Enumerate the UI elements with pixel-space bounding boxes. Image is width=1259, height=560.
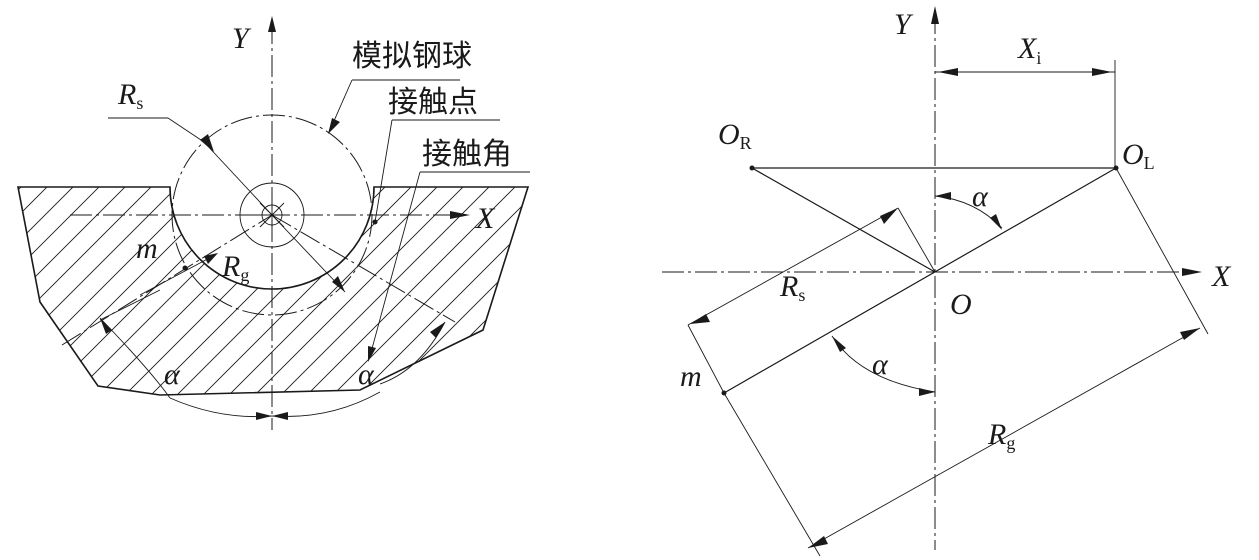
hatch-line [203, 187, 465, 395]
hatch-line [18, 187, 75, 395]
right-rg-label: Rg [987, 418, 1015, 453]
hatch-line [542, 160, 802, 420]
or-label: OR [718, 118, 752, 153]
hatch-line [18, 187, 179, 395]
left-alpha-left: α [164, 358, 181, 391]
hatch-line [18, 187, 49, 395]
rg-dimension-line [807, 327, 1201, 549]
callout-simulated-ball: 模拟钢球 [352, 39, 472, 74]
contact-line-right [271, 214, 456, 323]
left-m-label: m [136, 232, 158, 265]
right-x-label: X [1211, 260, 1232, 293]
right-diagram: Y X Xi OR OL O α α Rs Rg m [662, 6, 1232, 557]
hatch-line [18, 187, 101, 395]
hatch-line [515, 187, 528, 395]
hatch-line [18, 187, 23, 395]
hatch-line [229, 187, 491, 395]
left-diagram: Y X Rs Rg m α α 模拟钢球 接触点 接触角 [17, 16, 802, 430]
o-label: O [950, 288, 972, 321]
ol-label: OL [1122, 138, 1155, 173]
right-y-label: Y [894, 8, 914, 41]
left-x-label: X [475, 202, 496, 235]
hatch-line [18, 187, 153, 395]
alpha-top-label: α [972, 180, 989, 213]
left-alpha-right: α [358, 358, 375, 391]
hatch-line [177, 187, 439, 395]
raceway-outline [17, 186, 530, 396]
alpha-bottom-label: α [872, 348, 889, 381]
hatch-line [307, 187, 528, 395]
contact-line [723, 167, 1117, 394]
hatch-line [255, 187, 517, 395]
hatch-line [18, 187, 205, 395]
callout-contact-point: 接触点 [388, 85, 478, 120]
hatch-line [18, 187, 127, 395]
xi-label: Xi [1017, 32, 1041, 68]
callout-contact-angle: 接触角 [422, 137, 512, 172]
right-m-label: m [680, 360, 702, 393]
left-y-label: Y [232, 22, 252, 55]
left-rs-label: Rs [117, 78, 143, 113]
hatch-line [333, 187, 528, 395]
left-rg-label: Rg [221, 250, 249, 285]
hatch-line [281, 187, 528, 395]
hatch-line [489, 187, 528, 395]
contact-line-left [61, 214, 273, 346]
right-rs-label: Rs [779, 270, 805, 305]
